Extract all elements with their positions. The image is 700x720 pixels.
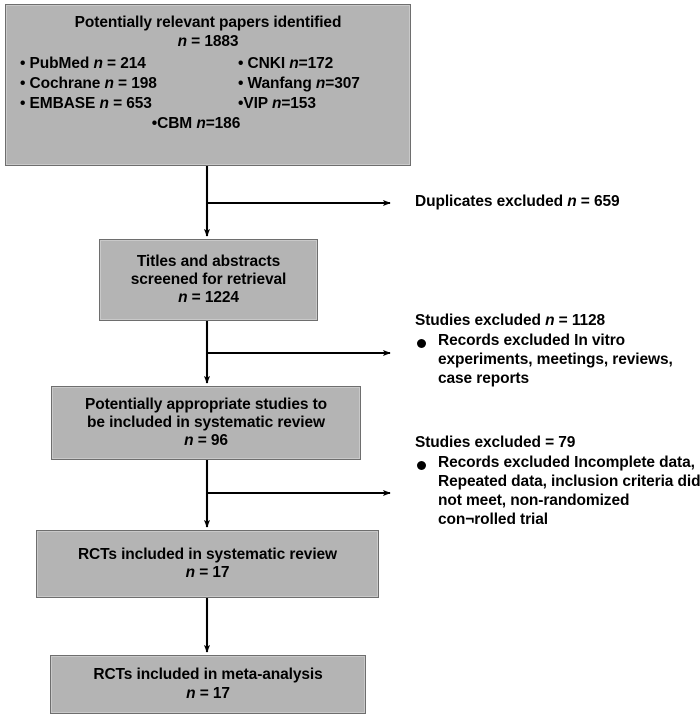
source-entry-pubmed: • PubMed n = 214 — [20, 55, 236, 73]
source-entry-vip: •VIP n=153 — [236, 95, 410, 113]
box-sources-total: n = 1883 — [178, 33, 239, 51]
label-studies-excluded-2: Studies excluded = 79 Records excluded I… — [415, 434, 700, 530]
italic-n-symbol: n — [93, 54, 103, 72]
label-excluded-2-heading: Studies excluded = 79 — [415, 434, 700, 453]
italic-n-symbol: n — [104, 74, 114, 92]
source-label: • Cochrane — [20, 74, 101, 92]
box-sources-heading: Potentially relevant papers identified — [74, 14, 342, 31]
source-label: • EMBASE — [20, 95, 96, 113]
box-screened-count: n = 1224 — [178, 289, 239, 307]
box-rct-sr-count: n = 17 — [186, 564, 230, 582]
italic-n-symbol: n — [99, 95, 109, 113]
label-excluded-1-head-text: Studies excluded — [415, 312, 546, 329]
box-appropriate-line1: Potentially appropriate studies to — [84, 395, 328, 413]
source-value: = 198 — [118, 74, 157, 92]
box-rct-ma-line1: RCTs included in meta-analysis — [93, 666, 323, 684]
label-excluded-2-item-text: Records excluded Incomplete data, Repeat… — [438, 453, 700, 528]
box-rcts-meta-analysis: RCTs included in meta-analysis n = 17 — [50, 655, 366, 714]
label-excluded-2-head-text: Studies excluded = 79 — [415, 434, 576, 451]
source-value: =172 — [298, 54, 334, 72]
source-value: = 214 — [107, 54, 146, 72]
label-excluded-1-head-value: = 1128 — [554, 312, 606, 329]
box-screened-line1: Titles and abstracts — [136, 252, 281, 270]
label-excluded-2-item: Records excluded Incomplete data, Repeat… — [415, 454, 700, 530]
italic-n-symbol: n — [185, 564, 195, 581]
italic-n-symbol: n — [196, 115, 206, 133]
label-duplicates-excluded: Duplicates excluded n = 659 — [415, 193, 620, 212]
source-entry-wanfang: • Wanfang n=307 — [236, 75, 410, 93]
box-rct-ma-count: n = 17 — [186, 685, 230, 703]
box-appropriate-count: n = 96 — [184, 432, 228, 450]
italic-n-symbol: n — [545, 312, 555, 329]
italic-n-symbol: n — [271, 95, 282, 113]
label-excluded-1-item-text: Records excluded In vitro experiments, m… — [438, 331, 673, 387]
box-rct-sr-count-value: = 17 — [199, 564, 230, 581]
source-label: •CBM — [151, 115, 193, 133]
bullet-icon — [417, 338, 426, 348]
box-rct-ma-count-value: = 17 — [199, 684, 230, 702]
italic-n-symbol: n — [289, 54, 299, 72]
italic-n-symbol: n — [177, 33, 187, 51]
label-excluded-1-item: Records excluded In vitro experiments, m… — [415, 332, 700, 389]
box-appropriate-count-value: = 96 — [197, 432, 228, 450]
box-screened-line2: screened for retrieval — [130, 270, 287, 288]
source-entry-cochrane: • Cochrane n = 198 — [20, 75, 236, 93]
source-label: •VIP — [238, 95, 268, 113]
italic-n-symbol: n — [567, 193, 577, 210]
box-rcts-systematic-review: RCTs included in systematic review n = 1… — [36, 530, 379, 598]
source-value: =153 — [281, 95, 316, 113]
box-titles-abstracts-screened: Titles and abstracts screened for retrie… — [99, 239, 318, 321]
bullet-icon — [417, 460, 426, 470]
source-value: = 653 — [113, 95, 152, 113]
source-value: =186 — [205, 115, 241, 133]
label-duplicates-text: Duplicates excluded — [415, 193, 568, 210]
italic-n-symbol: n — [184, 432, 194, 450]
box-sources-identified: Potentially relevant papers identified n… — [5, 4, 411, 166]
italic-n-symbol: n — [315, 74, 326, 92]
source-value: =307 — [325, 74, 360, 92]
box-screened-count-value: = 1224 — [191, 289, 239, 307]
label-studies-excluded-1: Studies excluded n = 1128 Records exclud… — [415, 312, 700, 389]
box-sources-total-value: = 1883 — [191, 33, 239, 51]
box-rct-sr-line1: RCTs included in systematic review — [77, 545, 338, 563]
box-potentially-appropriate-studies: Potentially appropriate studies to be in… — [51, 386, 361, 460]
italic-n-symbol: n — [186, 684, 196, 702]
source-entry-cbm: •CBM n=186 — [151, 115, 241, 133]
source-entry-embase: • EMBASE n = 653 — [20, 95, 236, 113]
box-appropriate-line2: be included in systematic review — [86, 413, 325, 431]
label-excluded-1-heading: Studies excluded n = 1128 — [415, 312, 700, 331]
italic-n-symbol: n — [178, 289, 188, 307]
source-counts-grid: • PubMed n = 214 • CNKI n=172 • Cochrane… — [6, 55, 410, 114]
source-label: • PubMed — [20, 54, 90, 72]
source-label: • CNKI — [238, 54, 286, 72]
source-entry-cnki: • CNKI n=172 — [236, 55, 410, 73]
label-duplicates-value: = 659 — [576, 193, 620, 210]
source-label: • Wanfang — [238, 74, 312, 92]
